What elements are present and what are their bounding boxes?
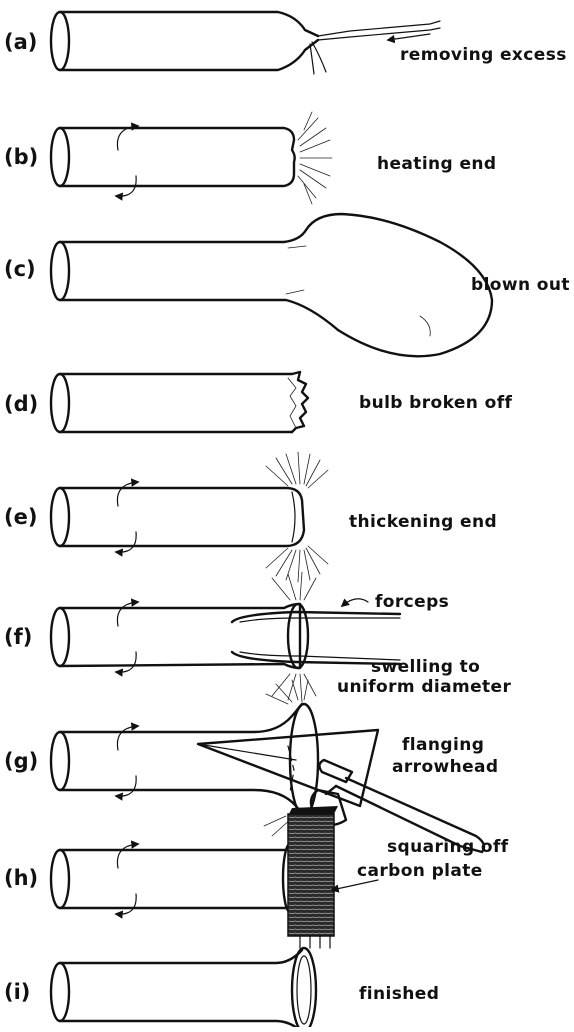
- step-a: (a) removing excess: [4, 12, 567, 74]
- step-a-caption: removing excess: [400, 45, 567, 65]
- step-g-caption-line2: arrowhead: [392, 757, 499, 777]
- step-a-tube: [51, 12, 318, 70]
- step-d-tag: (d): [4, 392, 38, 416]
- step-c: (c) blown out: [4, 214, 570, 356]
- step-d-tube: [51, 372, 308, 432]
- step-f: (f) forceps swelling to uniform diameter: [4, 572, 511, 702]
- step-e-tag: (e): [4, 505, 37, 529]
- step-f-caption-line2: uniform diameter: [337, 677, 511, 697]
- step-i-tag: (i): [4, 980, 30, 1004]
- step-e-caption: thickening end: [349, 512, 497, 532]
- step-i-caption: finished: [359, 984, 439, 1004]
- step-e: (e) thickening end: [4, 452, 497, 582]
- step-g-tube: [51, 704, 318, 816]
- step-b-caption: heating end: [377, 154, 496, 174]
- step-h-carbon-plate: [288, 806, 338, 948]
- step-h-plate-pointer: [332, 880, 378, 890]
- step-h-plate-label: carbon plate: [357, 861, 483, 881]
- step-e-flame-lines: [266, 452, 328, 582]
- step-c-tube-and-bulb: [51, 214, 492, 356]
- step-f-rotation-arrows: [116, 602, 138, 672]
- step-c-tag: (c): [4, 257, 36, 281]
- step-e-rotation-arrows: [116, 482, 138, 552]
- step-h: (h) squaring off carbon plate: [4, 806, 509, 948]
- step-i-tube: [51, 948, 316, 1027]
- step-b-tag: (b): [4, 145, 38, 169]
- step-f-forceps-pointer: [342, 599, 368, 606]
- step-g-rotation-arrows: [116, 726, 138, 796]
- step-h-tube: [51, 844, 297, 912]
- step-f-flame-lines: [272, 572, 316, 702]
- step-i: (i) finished: [4, 948, 439, 1027]
- step-f-caption: swelling to: [371, 657, 480, 677]
- step-c-caption: blown out: [471, 275, 570, 295]
- step-h-tag: (h): [4, 866, 38, 890]
- step-d-caption: bulb broken off: [359, 393, 512, 413]
- step-e-tube: [51, 488, 304, 546]
- step-h-rotation-arrows: [116, 844, 138, 914]
- step-b-flame-lines: [298, 112, 332, 204]
- step-f-forceps-label: forceps: [375, 592, 449, 612]
- step-g-caption: flanging: [402, 735, 484, 755]
- step-b-tube: [51, 128, 295, 186]
- step-d: (d) bulb broken off: [4, 372, 512, 432]
- step-f-tag: (f): [4, 625, 32, 649]
- step-a-tag: (a): [4, 30, 37, 54]
- step-a-pull-arrow: [388, 34, 430, 40]
- step-g: (g) flanging arrowhead: [4, 680, 499, 852]
- step-h-caption: squaring off: [387, 837, 509, 857]
- step-g-tag: (g): [4, 749, 38, 773]
- step-b: (b) heating end: [4, 112, 496, 204]
